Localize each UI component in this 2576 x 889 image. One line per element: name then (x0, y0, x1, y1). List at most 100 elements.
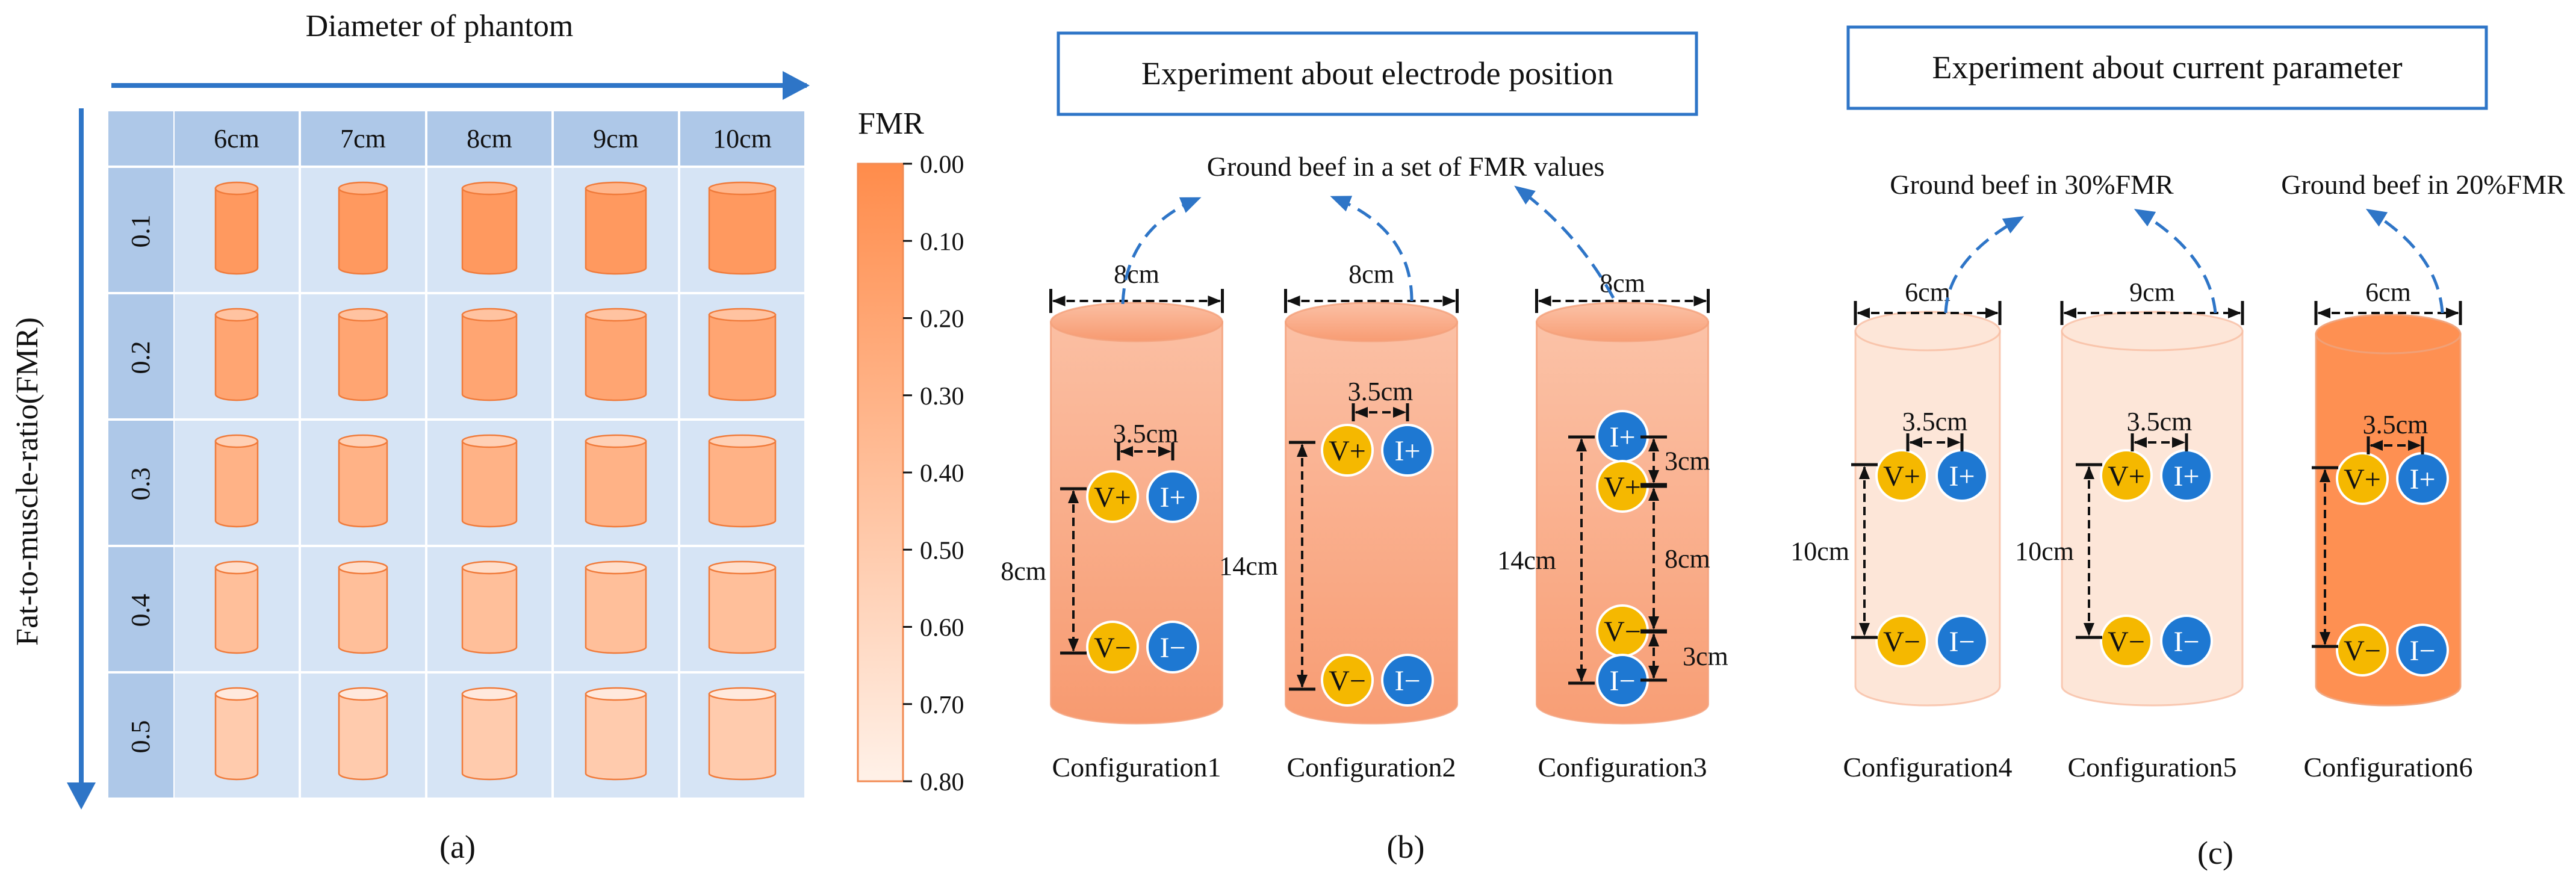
phantom-cylinder-top (708, 308, 777, 322)
config-name: Configuration5 (2067, 752, 2236, 782)
config-name: Configuration6 (2303, 752, 2472, 782)
phantom-cylinder-top (708, 434, 777, 448)
dimension-label: 8cm (1665, 544, 1710, 574)
electrode-v-minus (2336, 624, 2389, 677)
panel-b-caption: (b) (1387, 829, 1425, 865)
fmr-row-header (108, 421, 173, 545)
phantom-cylinder-top (214, 560, 259, 575)
electrode-i-minus (1935, 615, 1988, 668)
phantom-cylinder (461, 693, 518, 781)
electrode-label: V+ (1094, 482, 1131, 513)
fmr-row-header (108, 168, 173, 292)
phantom-cylinder (585, 187, 647, 275)
x-axis-arrowhead (783, 71, 810, 100)
panel-b-header-box (1057, 31, 1698, 116)
phantom-cylinder (214, 187, 259, 275)
beef-label-30: Ground beef in 30%FMR (1890, 169, 2174, 200)
electrode-v-plus (2336, 452, 2389, 505)
config-name: Configuration4 (1843, 752, 2012, 782)
electrode-label: V+ (1883, 460, 1920, 492)
diameter-header-cell (175, 111, 299, 166)
phantom-cylinder-top (214, 434, 259, 448)
colorbar-title: FMR (858, 107, 924, 141)
phantom-cylinder-top (214, 308, 259, 322)
dimension-label: 3cm (1665, 447, 1710, 476)
diameter-header-cell (680, 111, 804, 166)
electrode-label: V+ (1329, 435, 1366, 467)
panel-c-header-box (1846, 25, 2488, 110)
phantom-cylinder-top (338, 308, 388, 322)
fmr-row-header (108, 294, 173, 418)
dimension-label: 9cm (2129, 277, 2175, 307)
colorbar-tick-label: 0.30 (920, 383, 964, 410)
beef-cylinder-top (2315, 314, 2462, 355)
diameter-header-cell (427, 111, 551, 166)
colorbar-ticks: 0.000.100.200.300.400.500.600.700.80 (903, 151, 964, 796)
beef-cylinder-top (1536, 302, 1709, 342)
colorbar-tick-label: 0.10 (920, 228, 964, 256)
phantom-cylinder (461, 440, 518, 528)
colorbar-tick-label: 0.20 (920, 306, 964, 333)
dimension-label: 8cm (1001, 557, 1046, 586)
phantom-cylinder-top (585, 687, 647, 701)
phantom-cylinder (708, 566, 777, 654)
phantom-cylinder-top (214, 687, 259, 701)
diameter-header-cell (301, 111, 425, 166)
phantom-cylinder-top (708, 181, 777, 196)
electrode-i-plus (1381, 424, 1434, 477)
phantom-cylinder-top (338, 687, 388, 701)
phantom-cylinder-top (461, 560, 518, 575)
dimension-label: 3.5cm (2363, 410, 2429, 439)
config-name: Configuration2 (1286, 752, 1456, 782)
electrode-v-minus (1321, 654, 1374, 707)
dimension-label: 6cm (2365, 277, 2411, 307)
beef-cylinder (2315, 333, 2462, 707)
x-axis-title: Diameter of phantom (306, 9, 574, 43)
phantom-cylinder-top (708, 687, 777, 701)
phantom-cylinder (214, 693, 259, 781)
fmr-row-label: 0.3 (126, 468, 155, 501)
phantom-cylinder (461, 187, 518, 275)
phantom-cylinder (585, 566, 647, 654)
phantom-cylinder-top (338, 560, 388, 575)
phantom-cylinder (214, 566, 259, 654)
phantom-cylinder-top (585, 434, 647, 448)
phantom-cylinder-top (585, 560, 647, 575)
diameter-header-cell (554, 111, 678, 166)
colorbar-tick-label: 0.40 (920, 460, 964, 488)
phantom-cylinder (585, 314, 647, 401)
dimension-label: 3.5cm (2127, 407, 2193, 436)
electrode-v-minus (1875, 615, 1928, 668)
phantom-cylinder (708, 440, 777, 528)
colorbar-gradient (857, 163, 904, 782)
electrode-label: V− (2344, 635, 2381, 667)
electrode-v-plus (2100, 449, 2153, 502)
phantom-cylinder-top (461, 434, 518, 448)
panel-c: Experiment about current parameter Groun… (1790, 25, 2565, 871)
electrode-label: V− (1329, 665, 1366, 697)
beef-cylinder-top (1285, 302, 1458, 342)
phantom-cylinder (338, 440, 388, 528)
electrode-label: I− (1159, 632, 1185, 664)
pointer-arrow (1514, 185, 1615, 299)
electrode-i-minus (2396, 624, 2449, 677)
panel-a-caption: (a) (439, 829, 476, 865)
electrode-label: I− (2409, 635, 2435, 667)
beef-cylinder (1285, 321, 1458, 725)
dimension-label: 6cm (1905, 277, 1951, 307)
phantom-cylinder (708, 314, 777, 401)
fmr-row-label: 0.1 (126, 215, 155, 248)
electrode-label: I+ (1949, 460, 1975, 492)
panel-b-header: Experiment about electrode position (1141, 55, 1613, 91)
panel-a: Diameter of phantom Fat-to-muscle-ratio(… (10, 9, 810, 865)
diameter-label: 9cm (593, 124, 639, 153)
phantom-cylinder (461, 314, 518, 401)
dimension-label: 10cm (1790, 537, 1849, 566)
phantom-cylinder (338, 693, 388, 781)
beef-label-b: Ground beef in a set of FMR values (1207, 151, 1605, 182)
electrode-i-minus (1381, 654, 1434, 707)
phantom-cylinder (338, 566, 388, 654)
phantom-cylinder-top (461, 308, 518, 322)
electrode-label: V− (1604, 616, 1641, 648)
